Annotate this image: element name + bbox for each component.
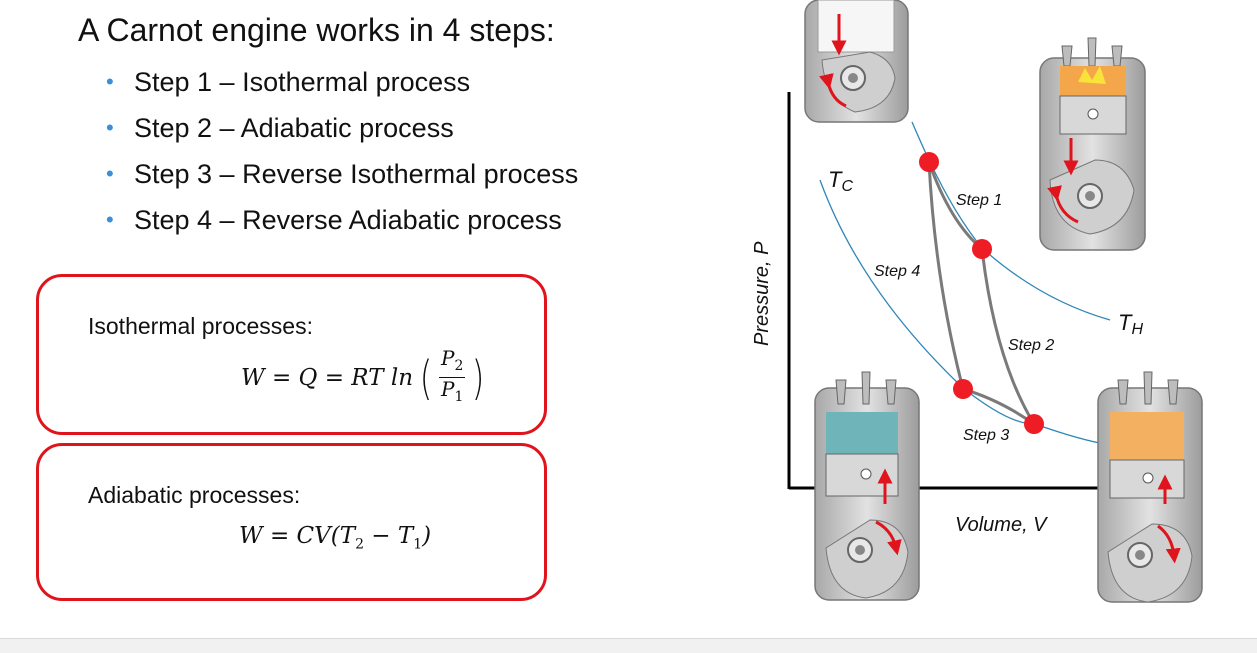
adiabatic-equation: W = CV(T2 − T1) (239, 523, 432, 553)
state-point (919, 152, 939, 172)
piston-power-icon (1097, 371, 1203, 603)
isothermal-equation: W = Q = RT ln ( P2 P1 ) (241, 346, 485, 405)
step-1-label: Step 1 (956, 192, 1002, 209)
step-4-label: Step 4 (874, 263, 920, 280)
bullet-icon: • (106, 207, 114, 232)
isothermal-label: Isothermal processes: (88, 313, 313, 339)
x-axis-label: Volume, V (955, 514, 1048, 536)
isothermal-box: Isothermal processes: W = Q = RT ln ( P2… (36, 274, 547, 435)
step-4-path (927, 161, 965, 390)
th-label: TH (1118, 310, 1143, 338)
list-item: •Step 1 – Isothermal process (104, 64, 578, 110)
step-3-label: Step 3 (963, 427, 1009, 444)
state-point (1024, 414, 1044, 434)
bullet-icon: • (106, 69, 114, 94)
bullet-icon: • (106, 161, 114, 186)
steps-list: •Step 1 – Isothermal process •Step 2 – A… (104, 64, 578, 248)
slide: A Carnot engine works in 4 steps: •Step … (36, 0, 1203, 603)
state-point (972, 239, 992, 259)
footer-bar (0, 638, 1257, 653)
slide-title: A Carnot engine works in 4 steps: (78, 12, 555, 48)
tc-label: TC (828, 167, 853, 195)
pv-diagram: Pressure, P Volume, V Step 1 Step 2 Step… (751, 0, 1203, 603)
cold-isotherm (819, 179, 1111, 446)
piston-intake-icon (804, 0, 909, 123)
list-item: •Step 3 – Reverse Isothermal process (104, 156, 578, 202)
piston-combustion-icon (1039, 37, 1146, 251)
y-axis-label: Pressure, P (751, 241, 773, 346)
piston-compression-icon (814, 371, 920, 601)
state-point (953, 379, 973, 399)
list-item: •Step 4 – Reverse Adiabatic process (104, 202, 578, 248)
adiabatic-label: Adiabatic processes: (88, 482, 301, 508)
list-item: •Step 2 – Adiabatic process (104, 110, 578, 156)
step-2-label: Step 2 (1008, 337, 1054, 354)
step-2-path (980, 248, 1036, 425)
bullet-icon: • (106, 115, 114, 140)
adiabatic-box: Adiabatic processes: W = CV(T2 − T1) (36, 443, 547, 601)
